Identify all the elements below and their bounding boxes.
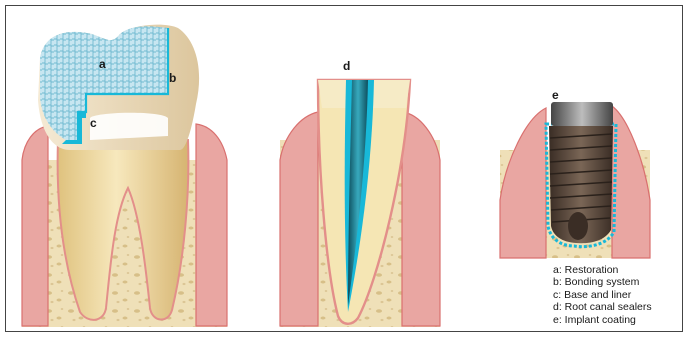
pulp-chamber: [90, 113, 168, 140]
root-canal-panel: [280, 80, 440, 327]
legend-item-implant-coating: e: Implant coating: [553, 314, 683, 326]
implant-abutment: [551, 102, 613, 126]
label-a: a: [99, 58, 106, 70]
legend-item-base-and-liner: c: Base and liner: [553, 289, 683, 301]
legend-item-bonding-system: b: Bonding system: [553, 276, 683, 288]
label-d: d: [343, 60, 350, 72]
legend-item-root-canal-sealers: d: Root canal sealers: [553, 301, 683, 313]
label-c: c: [90, 117, 97, 129]
legend-item-restoration: a: Restoration: [553, 264, 683, 276]
label-e: e: [552, 89, 559, 101]
implant-apex-cavity: [568, 212, 588, 240]
molar-panel: [22, 25, 227, 327]
legend: a: Restoration b: Bonding system c: Base…: [553, 264, 683, 326]
label-b: b: [169, 72, 176, 84]
implant-panel: [500, 102, 650, 258]
